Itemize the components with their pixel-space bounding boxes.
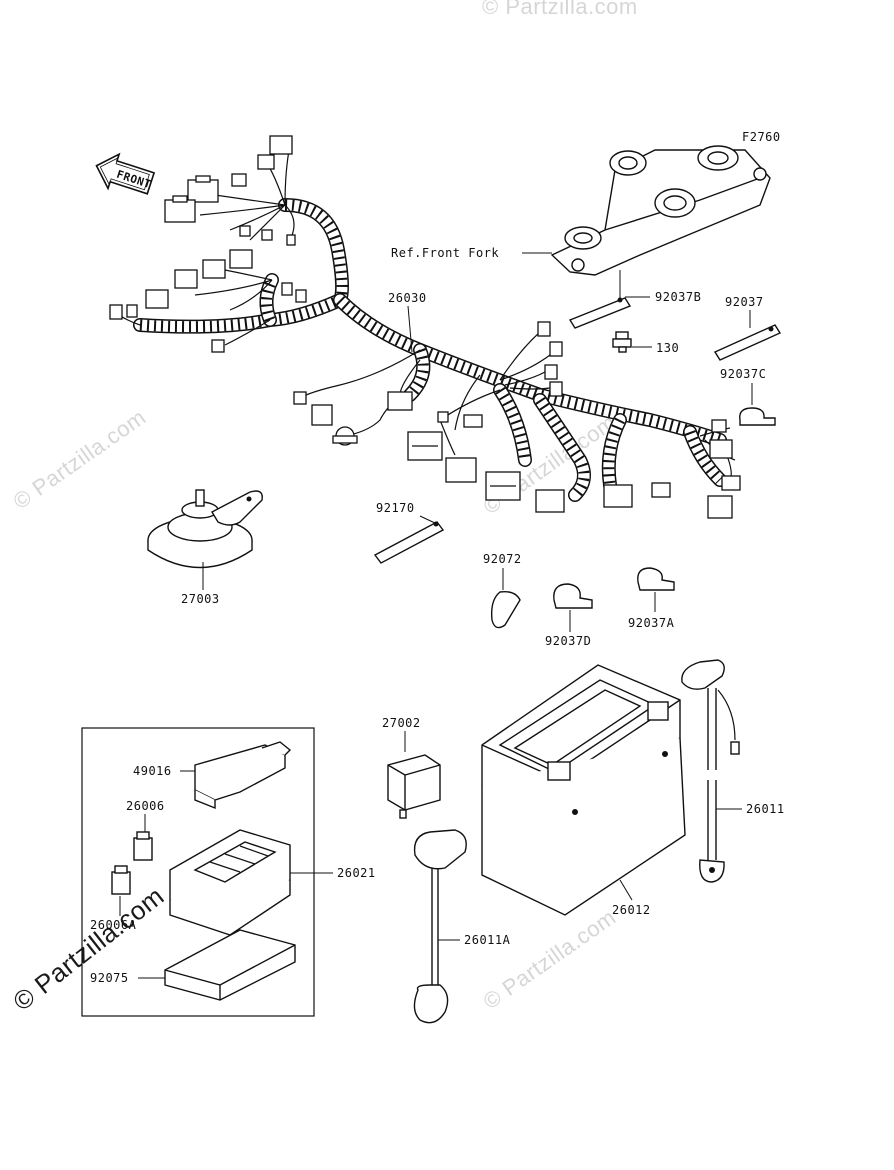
connector-cluster-upper [164,135,296,246]
watermark: © Partzilla.com [479,904,621,1014]
part-label-92037d: 92037D [545,634,591,648]
part-label-26006a: 26006A [90,918,137,932]
steering-stem-bracket [550,145,771,276]
part-label-27003: 27003 [181,592,220,606]
connector-cluster-middle [293,349,421,446]
battery-lead-26011 [681,659,740,883]
reference-label: Ref.Front Fork [391,246,499,260]
band-92072 [490,590,521,629]
front-arrow-icon: FRONT [95,152,156,195]
part-label-92037c: 92037C [720,367,766,381]
part-label-26011: 26011 [746,802,785,816]
clamp-92037a [637,567,675,591]
wiring-harness-26030 [109,135,741,519]
figure-code: F2760 [742,130,781,144]
clamp-92037c [739,407,776,426]
clamp-92037d [553,583,593,609]
battery-26012 [481,664,686,916]
junction-box-26021 [169,829,291,936]
stay-92170 [373,521,445,564]
part-label-92075: 92075 [90,971,129,985]
bolt-130 [612,331,632,353]
cover-92075 [164,929,296,1001]
connector-cluster-left [109,249,307,353]
watermark: © Partzilla.com [482,0,638,19]
stay-92037b [568,297,632,329]
fuse-26006a [111,865,131,895]
part-label-92170: 92170 [376,501,415,515]
connector-cluster-lower [407,374,671,513]
part-label-26030: 26030 [388,291,427,305]
fuse-cover-49016 [194,741,292,810]
part-label-27002: 27002 [382,716,421,730]
fuse-26006 [133,831,153,861]
part-label-92072: 92072 [483,552,522,566]
junction-box-group-frame [81,727,315,1017]
watermark: © Partzilla.com [7,881,169,1017]
part-label-26012: 26012 [612,903,651,917]
relay-27002 [387,754,441,819]
part-label-26021: 26021 [337,866,376,880]
part-label-92037b: 92037B [655,290,701,304]
battery-lead-26011a [413,829,467,1024]
part-label-92037a: 92037A [628,616,675,630]
part-label-49016: 49016 [133,764,172,778]
watermark: © Partzilla.com [9,404,151,514]
stay-92037 [713,324,782,361]
part-label-130: 130 [656,341,679,355]
part-label-26006: 26006 [126,799,165,813]
horn-27003 [147,489,263,569]
part-label-26011a: 26011A [464,933,511,947]
part-label-92037: 92037 [725,295,764,309]
connector-cluster-right [499,321,741,519]
